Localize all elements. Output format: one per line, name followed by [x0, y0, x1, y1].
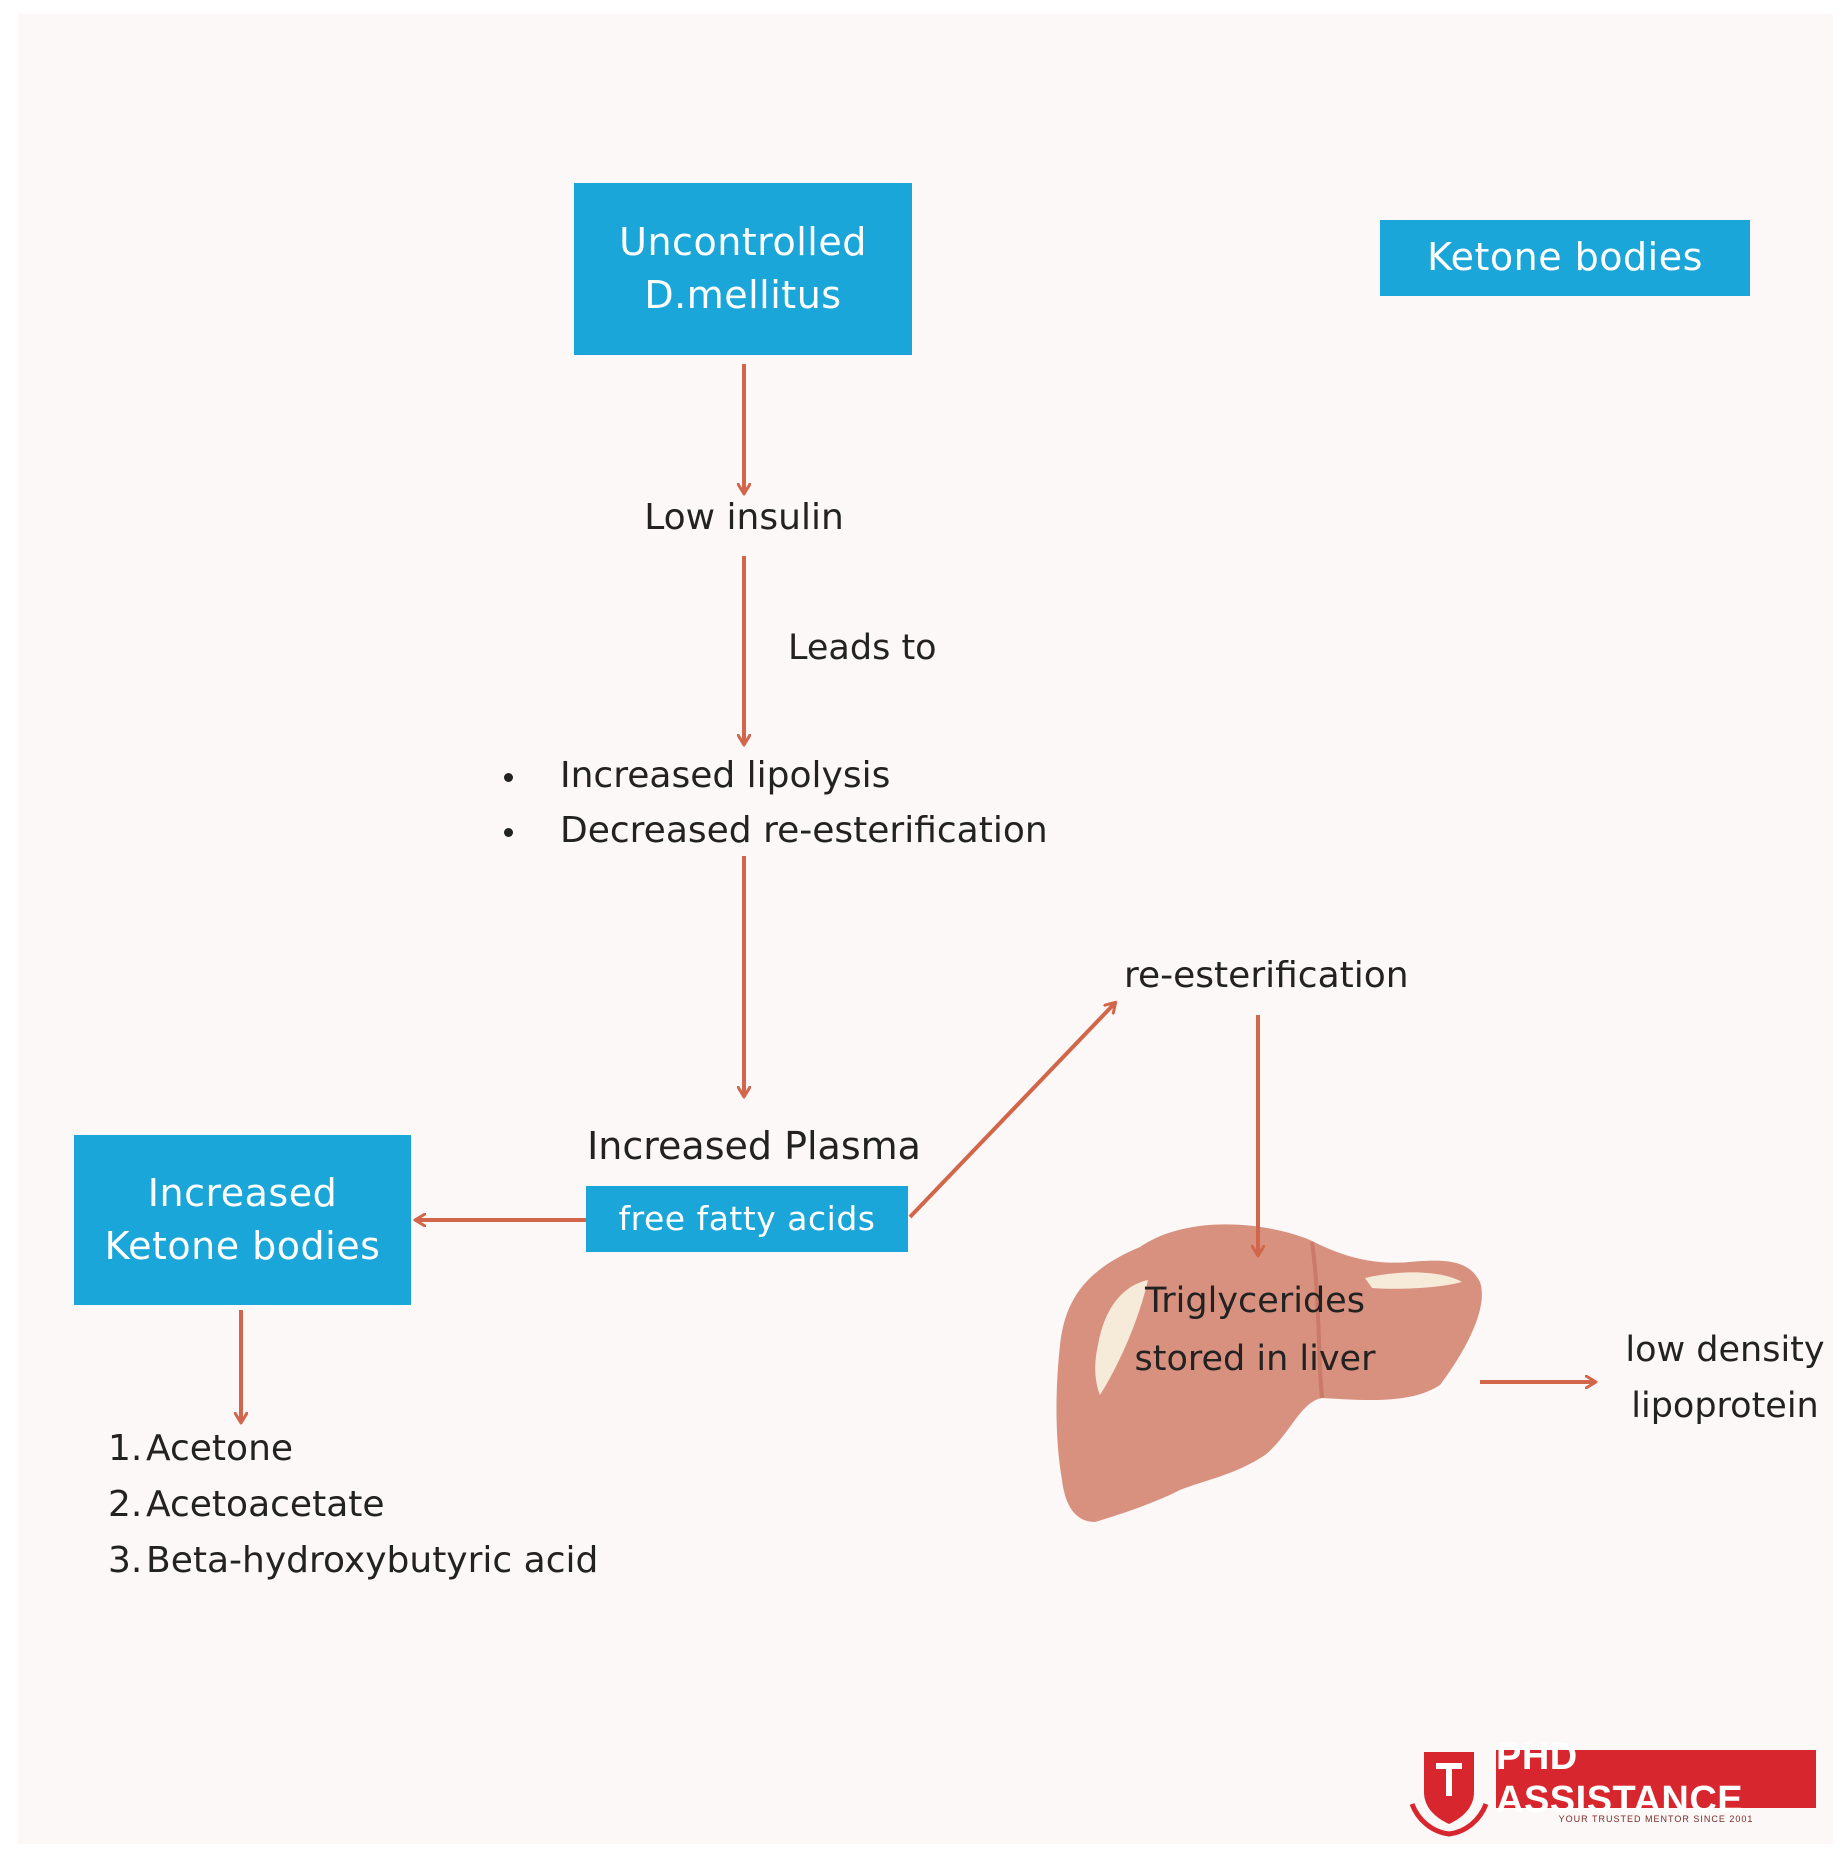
box-label: free fatty acids [618, 1198, 876, 1238]
liver-lobe-divider [1310, 1241, 1324, 1399]
effects-item: Decreased re-esterification [504, 803, 1048, 858]
box-free-fatty-acids: free fatty acids [586, 1186, 908, 1252]
box-increased-ketone-bodies: Increased Ketone bodies [74, 1135, 411, 1305]
liver-illustration [1056, 1224, 1482, 1522]
effects-item: Increased lipolysis [504, 748, 1048, 803]
list-item: 3.Beta-hydroxybutyric acid [108, 1533, 598, 1589]
box-line-1: Increased [147, 1170, 338, 1215]
label-leads-to: Leads to [788, 628, 937, 668]
list-text: Acetone [146, 1428, 294, 1469]
logo-emblem-icon [1409, 1752, 1489, 1837]
label-increased-plasma: Increased Plasma [587, 1124, 921, 1168]
label-line-2: stored in liver [1134, 1339, 1376, 1379]
arrow-to-re-esterification [908, 1003, 1115, 1219]
phd-assistance-logo: PHD ASSISTANCE YOUR TRUSTED MENTOR SINCE… [1404, 1736, 1824, 1840]
list-text: Acetoacetate [146, 1484, 385, 1525]
label-low-insulin: Low insulin [644, 497, 844, 538]
title-box-ketone-bodies: Ketone bodies [1380, 220, 1750, 296]
liver-highlight-right [1365, 1272, 1462, 1289]
label-triglycerides: Triglycerides stored in liver [1110, 1272, 1400, 1388]
list-text: Beta-hydroxybutyric acid [146, 1540, 599, 1581]
liver-highlight-left [1095, 1280, 1148, 1395]
effects-list: Increased lipolysis Decreased re-esterif… [504, 748, 1048, 858]
list-item: 2.Acetoacetate [108, 1477, 598, 1533]
label-re-esterification: re-esterification [1124, 955, 1409, 996]
label-line-1: Triglycerides [1145, 1281, 1365, 1321]
list-number: 1. [108, 1428, 143, 1469]
box-uncontrolled-diabetes: Uncontrolled D.mellitus [574, 183, 912, 355]
liver-shape [1056, 1224, 1482, 1522]
ketone-bodies-list: 1.Acetone 2.Acetoacetate 3.Beta-hydroxyb… [108, 1421, 598, 1589]
box-line-1: Uncontrolled [619, 219, 867, 264]
box-line-2: D.mellitus [644, 273, 842, 317]
list-number: 3. [108, 1540, 143, 1581]
title-box-label: Ketone bodies [1427, 235, 1703, 280]
label-line-1: low density [1625, 1330, 1825, 1370]
logo-tagline: YOUR TRUSTED MENTOR SINCE 2001 [1558, 1814, 1754, 1824]
label-low-density-lipoprotein: low density lipoprotein [1610, 1322, 1840, 1434]
label-line-2: lipoprotein [1631, 1386, 1819, 1426]
box-line-2: Ketone bodies [104, 1224, 381, 1268]
logo-wordmark: PHD ASSISTANCE [1496, 1736, 1816, 1821]
list-item: 1.Acetone [108, 1421, 598, 1477]
diagram-canvas [18, 14, 1833, 1844]
list-number: 2. [108, 1484, 143, 1525]
